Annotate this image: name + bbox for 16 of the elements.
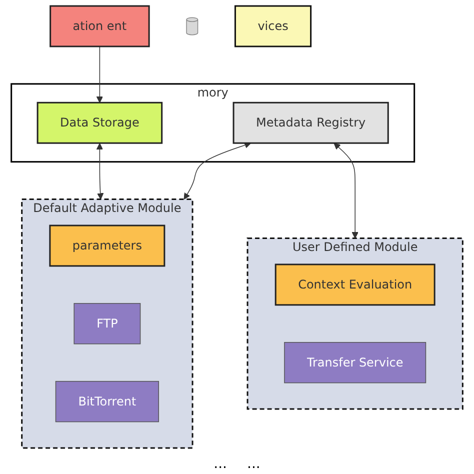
- node-box: FTP: [74, 303, 141, 344]
- node-box: vices: [234, 5, 312, 48]
- node-box: Transfer Service: [284, 342, 426, 384]
- node-box: Metadata Registry: [232, 102, 389, 144]
- node-cylinder: [186, 17, 198, 36]
- node-box: ation ent: [50, 5, 150, 48]
- node-box: BitTorrent: [55, 380, 159, 422]
- arrow: [96, 46, 103, 103]
- node-box: Data Storage: [36, 102, 163, 144]
- arrow: [96, 143, 104, 200]
- node-box: Context Evaluation: [274, 264, 436, 306]
- ellipsis-text: ...: [214, 456, 227, 472]
- arrow: [184, 142, 252, 200]
- node-box: parameters: [49, 224, 166, 267]
- arrow: [334, 143, 358, 239]
- ellipsis-text: ...: [247, 456, 260, 472]
